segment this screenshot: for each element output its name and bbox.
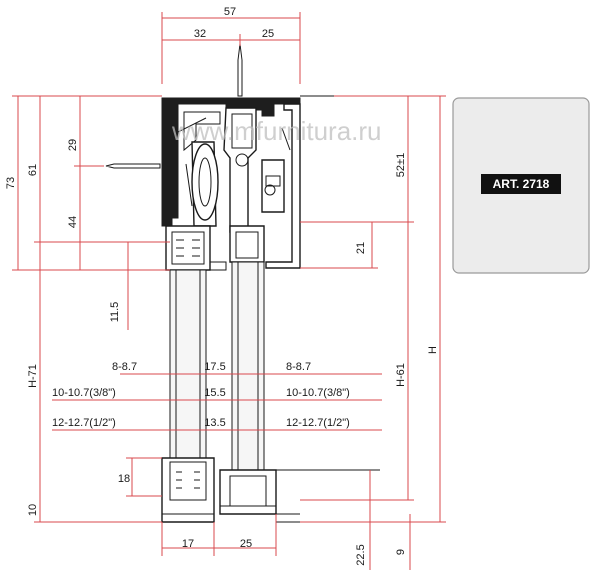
dim-left-11-5: 11.5 bbox=[109, 302, 121, 323]
top-profile bbox=[105, 43, 334, 269]
dim-top-right: 25 bbox=[262, 28, 274, 40]
dim-glass-a-left: 8-8.7 bbox=[112, 361, 137, 373]
dim-left-h71: H-71 bbox=[27, 364, 39, 388]
dim-top-left: 32 bbox=[194, 28, 206, 40]
dim-right-h61: H-61 bbox=[395, 363, 407, 387]
dim-right-52: 52±1 bbox=[395, 153, 407, 177]
dim-right-9: 9 bbox=[395, 549, 407, 555]
article-number: ART. 2718 bbox=[493, 177, 550, 191]
dimension-lines bbox=[12, 12, 446, 570]
dim-glass-b-right: 10-10.7(3/8") bbox=[286, 387, 350, 399]
dim-left-10: 10 bbox=[27, 504, 39, 516]
dim-bottom-25: 25 bbox=[240, 538, 252, 550]
dim-glass-b-mid: 15.5 bbox=[204, 387, 225, 399]
dim-glass-b-left: 10-10.7(3/8") bbox=[52, 387, 116, 399]
dim-glass-c-left: 12-12.7(1/2") bbox=[52, 417, 116, 429]
dim-right-h: H bbox=[427, 346, 439, 354]
dim-bottom-17: 17 bbox=[182, 538, 194, 550]
watermark: www.mfurnitura.ru bbox=[171, 116, 382, 146]
dim-glass-c-mid: 13.5 bbox=[204, 417, 225, 429]
dim-glass-a-right: 8-8.7 bbox=[286, 361, 311, 373]
dim-left-29: 29 bbox=[67, 139, 79, 151]
article-card: ART. 2718 bbox=[452, 97, 590, 274]
glass-panels bbox=[169, 261, 265, 473]
dim-bottom-22-5: 22.5 bbox=[355, 544, 367, 565]
dim-left-44: 44 bbox=[67, 216, 79, 228]
dim-left-73: 73 bbox=[5, 177, 17, 189]
dimension-labels: 57 32 25 73 61 29 44 11.5 H-71 18 10 52±… bbox=[5, 6, 439, 566]
dim-right-21: 21 bbox=[355, 242, 367, 254]
top-left-clamp bbox=[165, 225, 227, 271]
dim-left-61: 61 bbox=[27, 164, 39, 176]
dim-left-18: 18 bbox=[118, 473, 130, 485]
dim-top-total: 57 bbox=[224, 6, 236, 18]
dim-glass-c-right: 12-12.7(1/2") bbox=[286, 417, 350, 429]
bottom-guide-right bbox=[219, 469, 380, 523]
bottom-guide-left bbox=[161, 457, 215, 523]
dim-glass-a-mid: 17.5 bbox=[204, 361, 225, 373]
top-right-clamp bbox=[229, 225, 265, 263]
